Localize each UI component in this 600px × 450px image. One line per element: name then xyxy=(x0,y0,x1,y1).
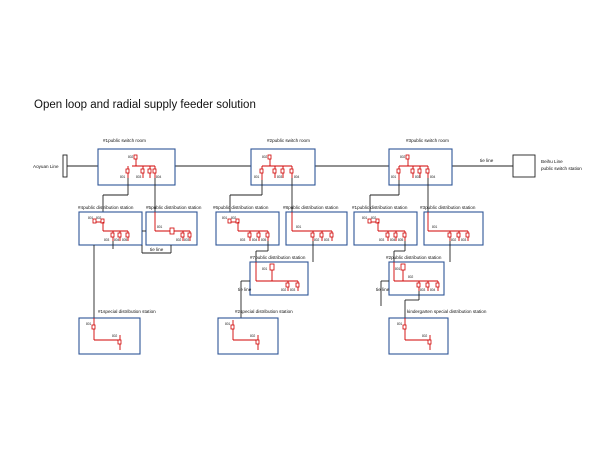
svg-text:#5public distribution station: #5public distribution station xyxy=(146,205,202,210)
svg-text:804: 804 xyxy=(390,238,396,242)
svg-text:803: 803 xyxy=(184,238,190,242)
svg-text:804: 804 xyxy=(114,238,120,242)
svg-text:801: 801 xyxy=(120,175,126,179)
distribution-station-6: #6public distribution station 801 802 80… xyxy=(213,205,280,246)
distribution-station-7: #7public distribution station 801 802 80… xyxy=(249,255,309,296)
svg-text:801: 801 xyxy=(432,225,438,229)
svg-text:804: 804 xyxy=(430,175,436,179)
svg-text:#6public distribution station: #6public distribution station xyxy=(213,205,269,210)
distribution-station-2: #2public distribution station 801 802 80… xyxy=(386,255,445,296)
svg-text:#1special distribution station: #1special distribution station xyxy=(98,309,156,314)
source-aoyuan-label: Aoyuan Line xyxy=(33,164,59,169)
svg-text:801: 801 xyxy=(222,216,228,220)
distribution-station-8: #8public distribution station 801 802 80… xyxy=(283,205,348,246)
svg-text:801: 801 xyxy=(225,322,231,326)
svg-text:804: 804 xyxy=(252,238,258,242)
source-aoyuan: Aoyuan Line xyxy=(33,154,68,178)
switch-room-2: #2public switch room 802 801 803 804 xyxy=(250,138,316,186)
source-beihu-label-1: Beihu Line xyxy=(541,159,563,164)
switch-room-1-label: #1public switch room xyxy=(103,138,146,143)
svg-text:803: 803 xyxy=(379,238,385,242)
switch-room-3: #3public switch room 802 801 803 804 xyxy=(388,138,453,186)
svg-text:804: 804 xyxy=(430,288,436,292)
svg-text:801: 801 xyxy=(296,225,302,229)
svg-text:801: 801 xyxy=(262,267,268,271)
branch-to-special-1 xyxy=(93,241,114,318)
svg-text:801: 801 xyxy=(254,175,260,179)
svg-text:#2public distribution station: #2public distribution station xyxy=(386,255,442,260)
svg-text:#2special distribution station: #2special distribution station xyxy=(235,309,293,314)
special-station-kindergarten: kindergarten special distribution statio… xyxy=(388,309,487,355)
distribution-station-4: #4public distribution station 801 802 80… xyxy=(78,205,143,246)
svg-text:805: 805 xyxy=(122,238,128,242)
svg-text:803: 803 xyxy=(136,175,142,179)
svg-text:802: 802 xyxy=(422,334,428,338)
svg-text:802: 802 xyxy=(451,238,457,242)
branch-to-station-7 xyxy=(255,241,314,262)
svg-text:#3public distribution station: #3public distribution station xyxy=(420,205,476,210)
svg-text:tie line: tie line xyxy=(150,247,164,252)
svg-text:#7public distribution station: #7public distribution station xyxy=(250,255,306,260)
svg-text:802: 802 xyxy=(112,334,118,338)
svg-text:801: 801 xyxy=(391,175,397,179)
svg-text:802: 802 xyxy=(371,216,377,220)
tie-line-label-top: tie line xyxy=(480,158,494,163)
svg-text:804: 804 xyxy=(294,175,300,179)
distribution-station-1: #1public distribution station 801 802 80… xyxy=(352,205,418,246)
svg-text:802: 802 xyxy=(96,216,102,220)
source-beihu-label-2: public switch station xyxy=(541,166,582,171)
svg-text:802: 802 xyxy=(128,155,134,159)
svg-text:kindergarten special distribut: kindergarten special distribution statio… xyxy=(407,309,487,314)
svg-text:803: 803 xyxy=(277,175,283,179)
svg-text:801: 801 xyxy=(86,322,92,326)
svg-text:802: 802 xyxy=(250,334,256,338)
special-station-1: #1special distribution station 801 802 xyxy=(78,309,156,355)
svg-text:#8public distribution station: #8public distribution station xyxy=(283,205,339,210)
svg-text:802: 802 xyxy=(281,288,287,292)
svg-text:801: 801 xyxy=(157,225,163,229)
svg-text:805: 805 xyxy=(398,238,404,242)
switch-room-1: #1public switch room 802 801 803 804 xyxy=(97,138,176,186)
special-station-2: #2special distribution station 801 802 xyxy=(217,309,293,355)
svg-text:803: 803 xyxy=(290,288,296,292)
source-beihu: Beihu Line public switch station tie lin… xyxy=(480,154,582,178)
svg-text:803: 803 xyxy=(461,238,467,242)
svg-text:802: 802 xyxy=(262,155,268,159)
svg-text:803: 803 xyxy=(240,238,246,242)
svg-text:803: 803 xyxy=(104,238,110,242)
svg-text:802: 802 xyxy=(176,238,182,242)
distribution-station-5: #5public distribution station 801 802 80… xyxy=(145,205,202,246)
distribution-station-3: #3public distribution station 801 802 80… xyxy=(420,205,484,246)
svg-text:803: 803 xyxy=(415,175,421,179)
svg-text:803: 803 xyxy=(324,238,330,242)
svg-text:801: 801 xyxy=(397,322,403,326)
svg-text:tie line: tie line xyxy=(376,287,390,292)
svg-text:801: 801 xyxy=(395,267,401,271)
svg-text:802: 802 xyxy=(408,275,414,279)
switch-room-3-label: #3public switch room xyxy=(406,138,449,143)
svg-text:802: 802 xyxy=(400,155,406,159)
svg-text:803: 803 xyxy=(420,288,426,292)
svg-text:801: 801 xyxy=(362,216,368,220)
branch-to-station-2 xyxy=(393,241,451,262)
branch-to-special-kindergarten xyxy=(404,291,420,318)
feeder-branches xyxy=(102,178,429,212)
svg-text:#1public distribution station: #1public distribution station xyxy=(352,205,408,210)
tie-line-7: tie line xyxy=(238,280,252,306)
tie-line-4-5: tie line xyxy=(141,230,172,254)
svg-text:805: 805 xyxy=(261,238,267,242)
switch-room-2-label: #2public switch room xyxy=(267,138,310,143)
svg-text:tie line: tie line xyxy=(238,287,252,292)
tie-line-2: tie line xyxy=(376,280,390,306)
svg-text:804: 804 xyxy=(156,175,162,179)
svg-text:#4public distribution station: #4public distribution station xyxy=(78,205,134,210)
svg-text:802: 802 xyxy=(314,238,320,242)
svg-text:801: 801 xyxy=(88,216,94,220)
svg-text:802: 802 xyxy=(231,216,237,220)
diagram-title: Open loop and radial supply feeder solut… xyxy=(34,99,256,111)
